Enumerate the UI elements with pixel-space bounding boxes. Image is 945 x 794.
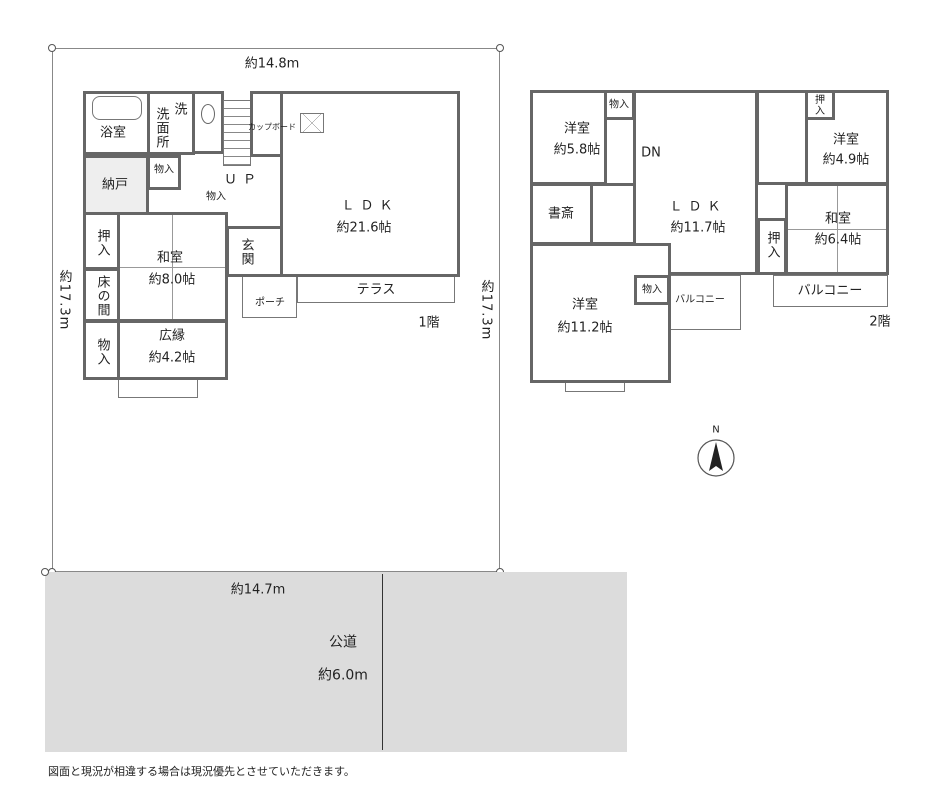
up-label: ＵＰ (223, 172, 263, 188)
oshiire-top-label: 押入 (812, 94, 824, 116)
storage2-label: 物入 (642, 284, 662, 296)
road-width-label: 約14.7m (230, 582, 286, 598)
site-boundary (52, 48, 500, 572)
footnote: 図面と現況が相違する場合は現況優先とさせていただきます。 (48, 765, 355, 778)
balcony2-label: バルコニー (797, 283, 863, 299)
staircase (223, 100, 251, 166)
public-road (45, 572, 627, 752)
yoshitsu3-size: 約11.2帖 (557, 320, 613, 336)
oshiire-floor2 (757, 218, 787, 275)
storage2-label: 物入 (206, 191, 226, 203)
washroom (147, 91, 195, 155)
washroom-label: 洗面所 (153, 107, 169, 149)
site-depth-left-label: 約17.3m (56, 269, 72, 331)
toilet-icon (201, 104, 215, 124)
oshiire1-label: 押入 (94, 229, 110, 257)
yoshitsu2-size: 約4.9帖 (822, 152, 870, 168)
ldk2-size: 約11.7帖 (670, 220, 726, 236)
washitsu2-size: 約6.4帖 (814, 232, 862, 248)
ldk2-label: ＬＤＫ (669, 199, 727, 215)
storage1-label: 物入 (154, 164, 174, 176)
dn-label: DN (641, 145, 661, 161)
boundary-marker (41, 568, 49, 576)
balcony1-label: バルコニー (675, 294, 725, 306)
ldk1-label: ＬＤＫ (341, 198, 399, 214)
yoshitsu1-size: 約5.8帖 (553, 142, 601, 158)
toilet-floor2 (756, 90, 808, 185)
washitsu1-label: 和室 (156, 250, 184, 266)
oshiire2-label: 押入 (764, 231, 780, 259)
road-depth-label: 約6.0m (318, 667, 368, 684)
washitsu-floor1 (117, 212, 228, 322)
storage-top-label: 物入 (609, 99, 629, 111)
bathtub-icon (92, 96, 142, 120)
road-depth-arrow (382, 574, 383, 750)
shosai-label: 書斎 (547, 206, 575, 222)
hiroen-label: 広縁 (158, 328, 186, 344)
bath-label: 浴室 (99, 125, 127, 141)
yoshitsu2-label: 洋室 (832, 132, 860, 148)
ldk1-size: 約21.6帖 (336, 220, 392, 236)
storage3-label: 物入 (94, 338, 110, 366)
tokonoma-label: 床の間 (94, 275, 110, 317)
genkan (226, 226, 283, 277)
floor1-label: 1階 (418, 315, 440, 331)
boundary-marker (48, 44, 56, 52)
genkan-label: 玄関 (238, 238, 254, 266)
boundary-marker (496, 44, 504, 52)
site-depth-right-label: 約17.3m (478, 279, 494, 341)
compass-north-label: N (712, 424, 720, 436)
road-name: 公道 (329, 634, 357, 651)
balcony-large (773, 275, 888, 307)
compass-icon (697, 439, 735, 477)
storage-floor1 (147, 155, 181, 190)
nando-label: 納戸 (101, 177, 129, 193)
deck (118, 378, 198, 398)
hiroen (117, 320, 228, 380)
yoshitsu1-label: 洋室 (563, 121, 591, 137)
cupboard-label: カップボード (248, 122, 296, 132)
floor2-label: 2階 (869, 314, 891, 330)
washitsu-floor2 (785, 183, 889, 275)
laundry-label: 洗 (174, 102, 188, 118)
yoshitsu3-label: 洋室 (571, 297, 599, 313)
terrace-label: テラス (356, 282, 396, 298)
washitsu1-size: 約8.0帖 (148, 272, 196, 288)
porch-label: ポーチ (255, 297, 285, 309)
oshiire-floor2-top (805, 90, 835, 120)
site-width-label: 約14.8m (244, 56, 300, 72)
washitsu2-label: 和室 (824, 211, 852, 227)
yoshitsu-11-2 (530, 243, 671, 383)
storage-floor2 (634, 275, 670, 305)
yoshitsu-5-8 (530, 90, 607, 185)
fridge-icon (300, 113, 324, 133)
closet-floor2 (590, 183, 636, 245)
hiroen-size: 約4.2帖 (148, 350, 196, 366)
